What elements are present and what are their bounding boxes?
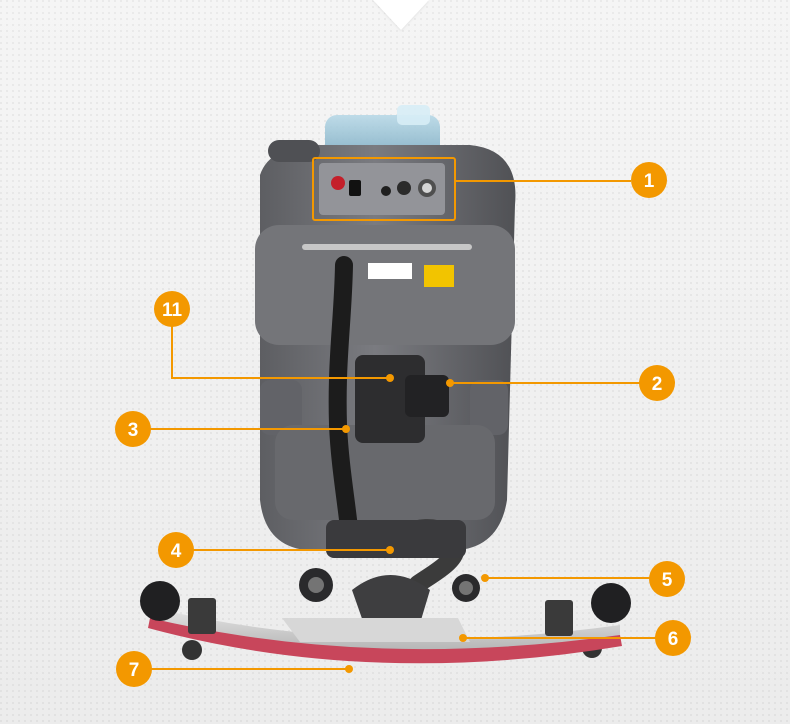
callout-2: 2 [639,365,675,401]
svg-text:2: 2 [652,374,663,395]
callout-6: 6 [655,620,691,656]
callout-11: 11 [154,291,190,327]
control-panel [319,163,445,215]
callout-lines [145,157,656,670]
squeegee-assembly [140,581,631,664]
svg-text:1: 1 [644,171,655,192]
svg-text:5: 5 [662,570,673,591]
svg-text:3: 3 [128,420,139,441]
internal-hoses [326,256,466,630]
callout-5: 5 [649,561,685,597]
callout-3: 3 [115,411,151,447]
callout-dots [342,374,489,673]
callout-1: 1 [631,162,667,198]
svg-text:6: 6 [668,629,679,650]
svg-text:7: 7 [129,660,140,681]
top-notch-icon [373,0,429,30]
svg-text:11: 11 [162,300,183,321]
svg-text:4: 4 [171,541,182,562]
handle-and-stickers [302,244,472,287]
callout-4: 4 [158,532,194,568]
wheels [182,568,602,660]
callout-badges: 1 11 2 3 4 5 6 [115,162,691,687]
callout-7: 7 [116,651,152,687]
